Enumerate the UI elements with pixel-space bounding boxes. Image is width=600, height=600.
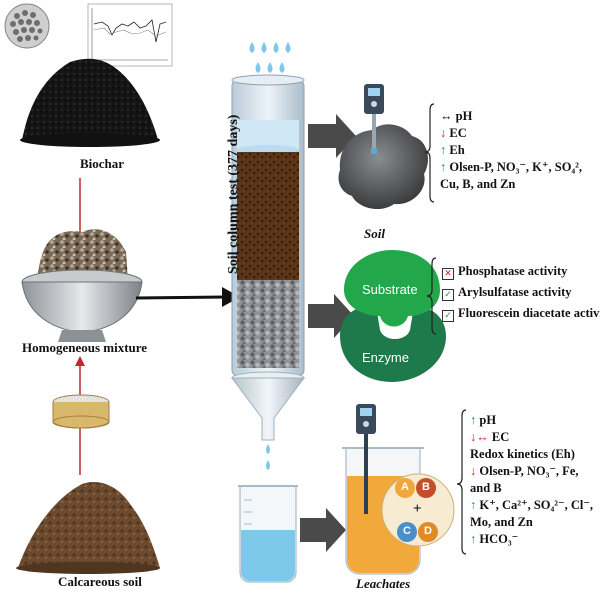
leachate-effect-text: EC	[491, 430, 510, 444]
enzyme-activity-row: ✓ Fluorescein diacetate activity	[442, 305, 600, 322]
ion-a-label: A	[401, 481, 409, 493]
trend-arrow: ↑	[440, 143, 447, 157]
ion-d-label: D	[424, 525, 432, 537]
leachate-effect-row: ↑ pH	[470, 412, 593, 429]
soil-effect-text: Cu, B, and Zn	[440, 177, 516, 191]
trend-arrow: ↓	[440, 126, 447, 140]
leachate-effect-text: Mo, and Zn	[470, 515, 533, 529]
leachate-effect-text: K⁺, Ca²⁺, SO₄²⁻, Cl⁻,	[479, 498, 594, 512]
ion-b-label: B	[422, 481, 430, 493]
brace-soil	[424, 103, 435, 203]
substrate-label: Substrate	[362, 282, 418, 297]
leachate-effect-row: ↑ HCO₃⁻	[470, 531, 593, 548]
enzyme-label: Enzyme	[362, 350, 409, 365]
meter-probe-leachate	[356, 404, 376, 514]
soil-effect-text: Eh	[449, 143, 465, 157]
enzyme-substrate-model	[340, 250, 446, 382]
soil-effect-row: ↑ Olsen-P, NO₃⁻, K⁺, SO₄²,	[440, 159, 582, 176]
soil-effects-list: ↔ pH ↓ EC ↑ Eh ↑ Olsen-P, NO₃⁻, K⁺, SO₄²…	[440, 108, 582, 193]
leachate-effect-text: Olsen-P, NO₃⁻, Fe,	[479, 464, 579, 478]
funnel	[231, 371, 305, 470]
soil-effect-row: ↑ Eh	[440, 142, 582, 159]
trend-arrow: ↑	[440, 160, 447, 174]
enzyme-activity-row: ✓ Arylsulfatase activity	[442, 284, 600, 301]
trend-arrow: ↑	[470, 532, 477, 546]
trend-arrow: ↓	[470, 464, 477, 478]
leachate-effect-text: Redox kinetics (Eh)	[470, 447, 575, 461]
leachate-effects-list: ↑ pH ↓↔ EC Redox kinetics (Eh) ↓ Olsen-P…	[470, 412, 593, 548]
brace-enzyme	[426, 257, 437, 335]
soil-column	[231, 74, 305, 377]
enzyme-activity-text: Phosphatase activity	[458, 264, 568, 278]
spectrum-plot	[87, 3, 173, 67]
leachate-effect-text: pH	[479, 413, 497, 427]
soil-effect-row: ↔ pH	[440, 108, 582, 125]
trend-arrow: ↑	[470, 498, 477, 512]
leachate-effect-text: and B	[470, 481, 502, 495]
sieve	[52, 394, 110, 429]
leachate-effect-row: and B	[470, 480, 593, 497]
soil-aggregate	[338, 124, 428, 210]
arrow-bowl-to-column	[135, 287, 240, 307]
collection-beaker	[238, 485, 298, 583]
calcareous-soil-label: Calcareous soil	[58, 574, 142, 589]
soil-effect-text: Olsen-P, NO₃⁻, K⁺, SO₄²,	[449, 160, 583, 174]
ion-c-label: C	[403, 525, 411, 537]
soil-effect-row: Cu, B, and Zn	[440, 176, 582, 193]
trend-arrow: ↑	[470, 413, 477, 427]
ion-exchange-circle	[381, 473, 455, 547]
trend-arrow: ↔	[440, 109, 453, 123]
sem-micrograph	[4, 3, 50, 49]
enzyme-activity-text: Arylsulfatase activity	[458, 285, 572, 299]
mixture-bowl	[21, 229, 143, 342]
leachate-effect-row: Redox kinetics (Eh)	[470, 446, 593, 463]
check-box-icon: ✓	[442, 310, 454, 322]
leachate-effect-row: ↓ Olsen-P, NO₃⁻, Fe,	[470, 463, 593, 480]
leachate-effect-text: HCO₃⁻	[479, 532, 519, 546]
calcareous-soil-pile	[16, 482, 160, 574]
soil-effect-text: EC	[449, 126, 467, 140]
check-box-icon: ✓	[442, 289, 454, 301]
trend-arrow: ↓↔	[470, 430, 489, 444]
column-title: Soil column test (377 days)	[226, 114, 241, 274]
leachate-effect-row: ↓↔ EC	[470, 429, 593, 446]
soil-effect-text: pH	[455, 109, 473, 123]
homogeneous-mixture-label: Homogeneous mixture	[22, 340, 148, 355]
cross-box-icon: ✕	[442, 268, 454, 280]
plus-sign: +	[413, 501, 422, 517]
soil-label: Soil	[364, 226, 385, 241]
enzyme-activity-text: Fluorescein diacetate activity	[458, 306, 600, 320]
biochar-pile	[20, 58, 160, 147]
block-arrow-to-leachate	[300, 508, 346, 552]
block-arrow-to-soil	[308, 114, 356, 158]
meter-probe-soil	[364, 84, 384, 154]
leachate-effect-row: Mo, and Zn	[470, 514, 593, 531]
brace-leachate	[456, 409, 467, 555]
enzyme-activity-row: ✕ Phosphatase activity	[442, 263, 600, 280]
leachates-label: Leachates	[356, 576, 411, 591]
water-drops	[249, 42, 291, 73]
leachate-effect-row: ↑ K⁺, Ca²⁺, SO₄²⁻, Cl⁻,	[470, 497, 593, 514]
soil-effect-row: ↓ EC	[440, 125, 582, 142]
enzyme-activities-list: ✕ Phosphatase activity ✓ Arylsulfatase act…	[442, 263, 600, 322]
biochar-label: Biochar	[80, 156, 125, 171]
